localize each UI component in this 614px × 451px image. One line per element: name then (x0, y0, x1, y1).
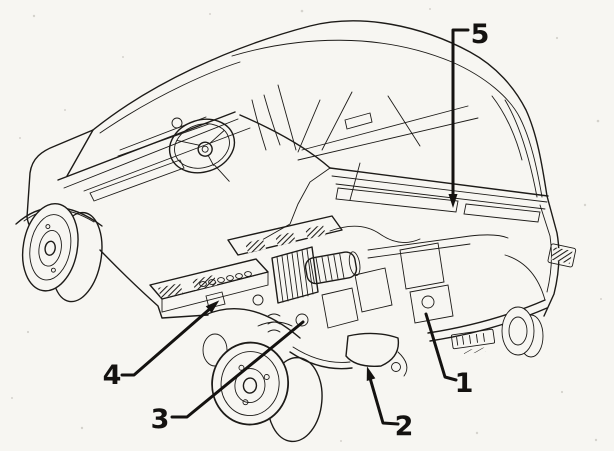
steering-spoke (207, 155, 215, 166)
wheel-rim (501, 306, 535, 356)
pulley (252, 294, 264, 306)
frame-hatch-box (192, 275, 217, 290)
engine-cooling-fins (271, 246, 319, 304)
front-left-wheel (21, 202, 103, 303)
callout-3-leader-line (170, 320, 305, 419)
callout-1-leader-line (424, 312, 458, 382)
carburetor-mass (399, 242, 445, 290)
seat-frame-line (251, 99, 267, 151)
wheel-rim (211, 341, 290, 426)
callout-2-label: 2 (395, 411, 414, 442)
car-body (15, 20, 577, 355)
pulley (295, 313, 309, 327)
wheel-rim (21, 202, 79, 292)
callouts: 1 2 3 4 5 (103, 19, 490, 442)
steering-hub (197, 141, 213, 157)
steering-wheel (168, 118, 236, 182)
shelf-bracket (344, 112, 373, 130)
frame-hatch-box (275, 232, 296, 246)
roof-drip-rail (504, 99, 538, 198)
steering-column (214, 164, 230, 182)
seat-frame-line (263, 94, 281, 146)
body-sill (99, 249, 209, 319)
bolt-row (199, 271, 252, 287)
rear-deck (261, 167, 549, 241)
scan-speckles (11, 8, 602, 442)
callout-5-leader-line (451, 28, 470, 199)
steering-spoke (176, 139, 199, 146)
rear-bumper (427, 254, 548, 342)
front-body-edge (26, 129, 94, 218)
steering-spoke (209, 129, 225, 144)
rear-fender-arch (204, 308, 301, 339)
frame-hatch-box (245, 239, 266, 253)
callout-4-label: 4 (103, 360, 122, 391)
callout-4-arrowhead (205, 300, 220, 313)
wiper-line (117, 123, 210, 157)
engine-block-mass (321, 287, 359, 329)
fuel-pump-bracket (205, 291, 226, 309)
callout-2-leader-line (368, 376, 400, 426)
exhaust-pipe-inner (292, 346, 351, 363)
oil-sump (345, 332, 408, 377)
chassis-frame (149, 215, 509, 313)
callout-5-arrowhead (448, 194, 458, 208)
callout-3-label: 3 (151, 404, 170, 435)
license-plate (450, 328, 496, 355)
distributor-cap (421, 295, 435, 309)
callout-3: 3 (151, 320, 305, 435)
dash-hatch-strip (89, 159, 185, 202)
deck-vent-strip (463, 203, 541, 223)
beltline (239, 114, 331, 169)
deck-vent-strip (335, 187, 459, 213)
callout-2: 2 (366, 366, 414, 442)
callout-1: 1 (424, 312, 474, 399)
windshield-header (99, 61, 241, 134)
gearbox-mass (354, 267, 393, 313)
taillight (547, 243, 577, 268)
frame-hatch-box (305, 225, 326, 239)
cabin-structure (297, 91, 523, 201)
callout-5: 5 (448, 19, 490, 208)
callout-1-label: 1 (455, 368, 474, 399)
deck-cut-edge (261, 167, 331, 241)
rear-quarter-panel (543, 195, 560, 317)
callout-4-leader-line (120, 305, 214, 377)
a-pillar (66, 129, 94, 177)
exhaust-pipe (289, 351, 353, 370)
engine-assembly (205, 225, 454, 377)
rear-left-wheel (211, 341, 323, 443)
callout-4: 4 (103, 300, 220, 391)
right-rear-wheel (501, 306, 544, 358)
ignition-wires (329, 225, 421, 243)
roof-outline (92, 20, 548, 197)
frame-hatch-box (158, 283, 183, 298)
engine-side-mass (409, 284, 454, 324)
callout-2-arrowhead (366, 366, 376, 382)
rear-quarter-crease (539, 204, 552, 293)
generator-cylinder (304, 251, 361, 285)
roof-inner-line (231, 39, 543, 198)
b-pillar (277, 84, 297, 151)
gauge-circle (171, 117, 183, 129)
callout-5-label: 5 (471, 19, 490, 50)
